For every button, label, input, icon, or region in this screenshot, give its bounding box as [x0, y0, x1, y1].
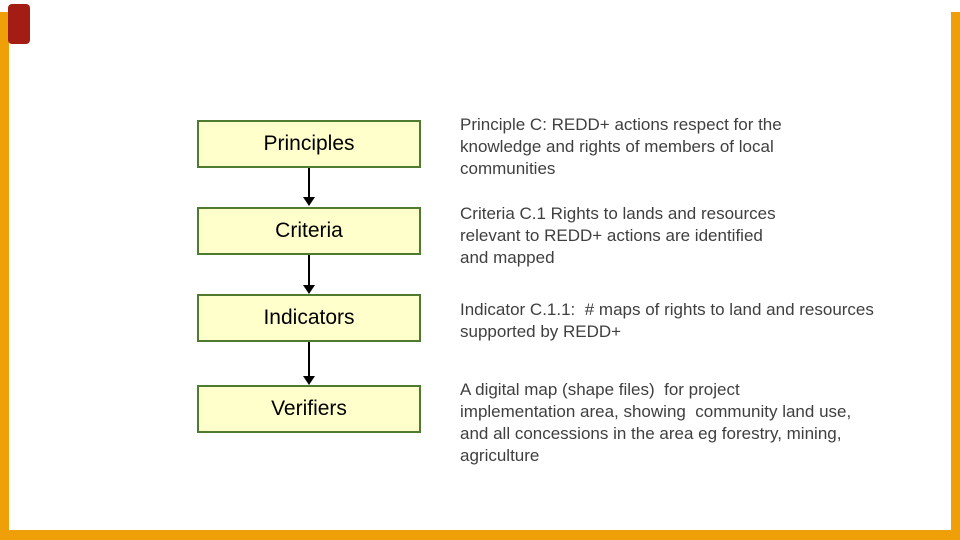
arrow-head	[303, 285, 315, 294]
flow-box-indicators: Indicators	[197, 294, 421, 342]
frame-right-bar	[951, 12, 960, 540]
arrow-shaft	[308, 168, 310, 197]
description-principle: Principle C: REDD+ actions respect for t…	[460, 115, 782, 178]
flow-box-verifiers-label: Verifiers	[271, 397, 347, 420]
description-indicator: Indicator C.1.1: # maps of rights to lan…	[460, 300, 874, 341]
flow-box-criteria: Criteria	[197, 207, 421, 255]
flow-box-principles: Principles	[197, 120, 421, 168]
description-criteria: Criteria C.1 Rights to lands and resourc…	[460, 204, 776, 267]
flow-box-indicators-label: Indicators	[263, 306, 355, 329]
flow-box-verifiers: Verifiers	[197, 385, 421, 433]
frame-bottom-bar	[0, 530, 960, 540]
corner-tab	[8, 4, 30, 44]
frame-left-bar	[0, 12, 9, 540]
description-verifier: A digital map (shape files) for project …	[460, 380, 852, 465]
arrow-down-icon	[300, 168, 318, 206]
flow-box-principles-label: Principles	[263, 132, 355, 155]
arrow-head	[303, 376, 315, 385]
arrow-shaft	[308, 255, 310, 285]
flow-box-criteria-label: Criteria	[275, 219, 343, 242]
arrow-shaft	[308, 342, 310, 376]
arrow-down-icon	[300, 342, 318, 385]
arrow-head	[303, 197, 315, 206]
arrow-down-icon	[300, 255, 318, 294]
